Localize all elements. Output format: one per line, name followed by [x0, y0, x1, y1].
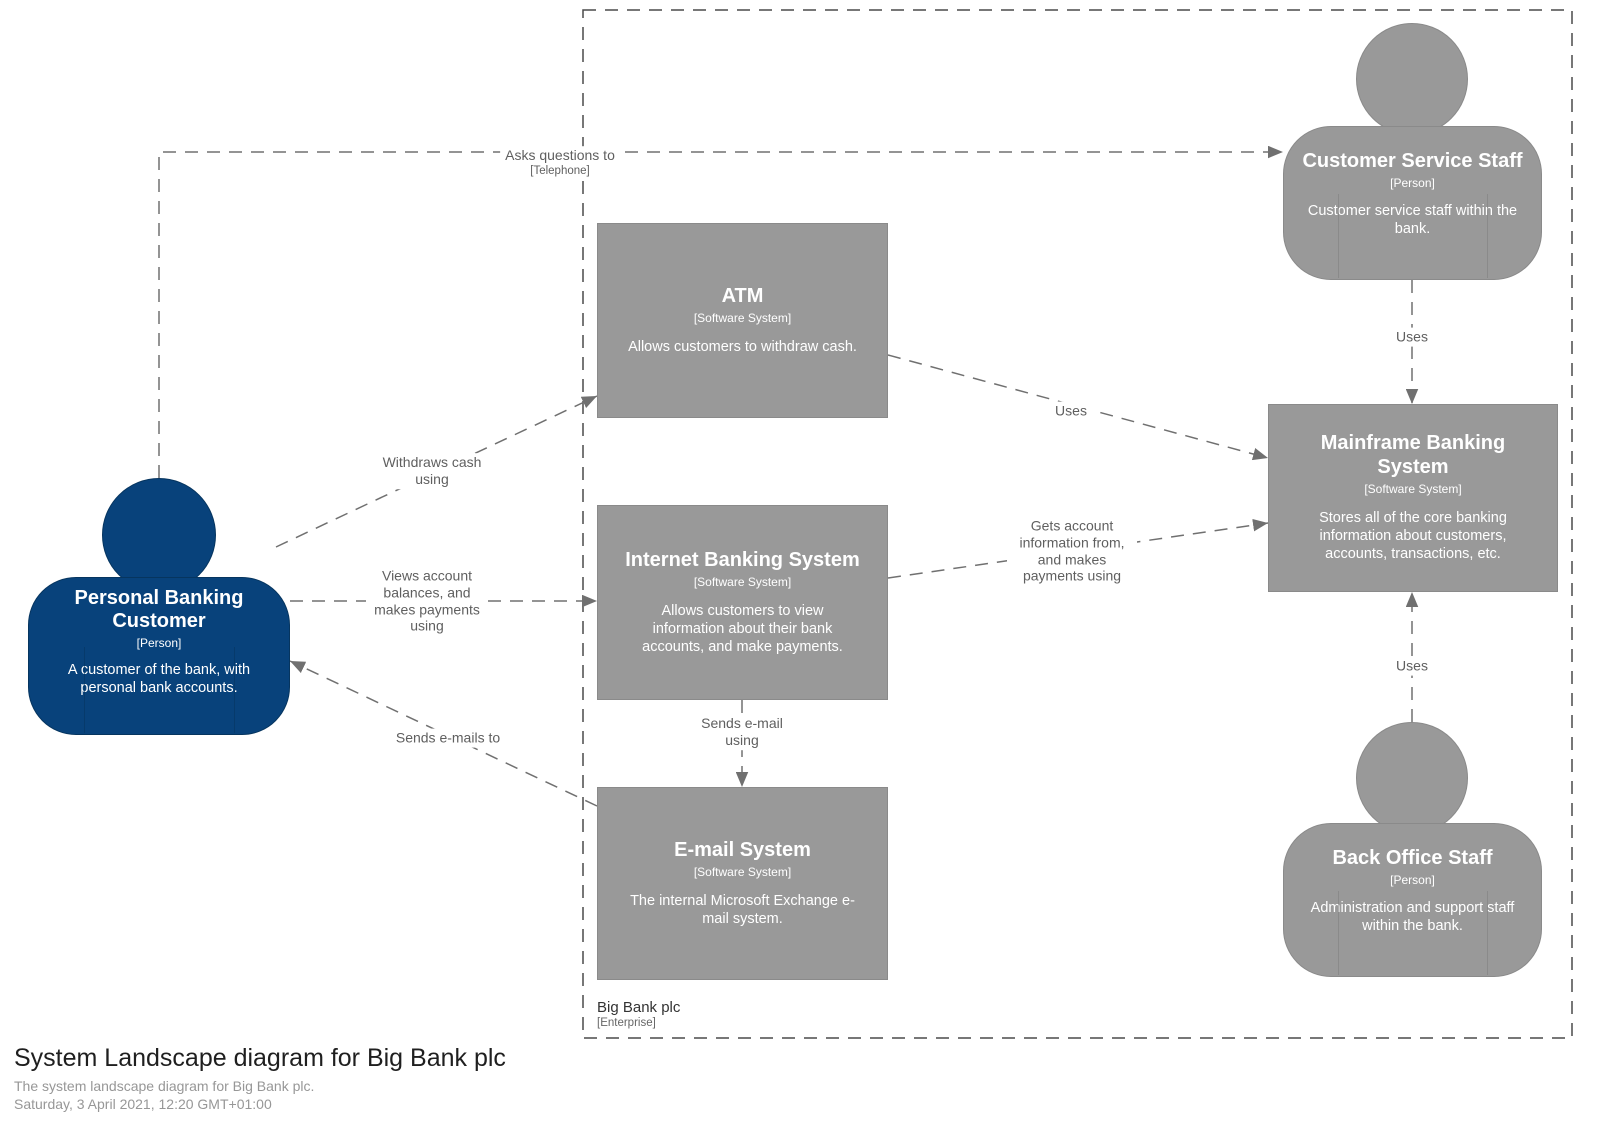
person-arm-line: [1337, 890, 1339, 975]
element-description: Administration and support staff within …: [1310, 899, 1515, 934]
element-description: Allows customers to view information abo…: [642, 603, 843, 656]
element-description: Customer service staff within the bank.: [1307, 202, 1518, 237]
element-meta: [Software System]: [1364, 481, 1462, 496]
relationship-label-gets-account-info: Gets account information from, and makes…: [1007, 516, 1137, 586]
diagram-title-block: System Landscape diagram for Big Bank pl…: [14, 1043, 506, 1114]
diagram-subtitle: The system landscape diagram for Big Ban…: [14, 1078, 315, 1095]
element-internet-banking-system[interactable]: Internet Banking System [Software System…: [597, 505, 888, 700]
element-atm[interactable]: ATM [Software System] Allows customers t…: [597, 223, 888, 418]
relationship-label-views-account: Views account balances, and makes paymen…: [366, 566, 488, 636]
person-arm-line: [1487, 890, 1489, 975]
diagram-title: System Landscape diagram for Big Bank pl…: [14, 1044, 506, 1072]
relationship-label-atm-uses: Uses: [1050, 401, 1092, 421]
element-email-system[interactable]: E-mail System [Software System] The inte…: [597, 787, 888, 980]
relationship-label-asks-questions: Asks questions to [Telephone]: [500, 146, 620, 180]
person-head: [1356, 722, 1468, 834]
person-body: Back Office Staff [Person] Administratio…: [1283, 823, 1542, 977]
relationship-label-sends-emails-to: Sends e-mails to: [390, 728, 506, 748]
person-head: [1356, 23, 1468, 135]
element-meta: [Person]: [1390, 176, 1435, 191]
relationship-label-sends-email-using: Sends e-mail using: [691, 714, 793, 750]
person-arm-line: [83, 646, 85, 733]
person-arm-line: [1487, 193, 1489, 278]
element-meta: [Person]: [136, 636, 182, 651]
person-arm-line: [234, 646, 236, 733]
relationship-label-back-office-uses: Uses: [1391, 656, 1433, 676]
element-name: Mainframe Banking System: [1320, 432, 1506, 478]
element-description: Allows customers to withdraw cash.: [628, 339, 857, 356]
element-name: Back Office Staff: [1332, 847, 1493, 869]
element-name: Personal Banking Customer: [74, 587, 244, 633]
person-arm-line: [1337, 193, 1339, 278]
element-name: ATM: [721, 284, 764, 307]
relationship-text: Asks questions to: [505, 147, 615, 164]
relationship-label-customer-service-uses: Uses: [1391, 327, 1433, 347]
element-mainframe-banking-system[interactable]: Mainframe Banking System [Software Syste…: [1268, 404, 1558, 592]
element-meta: [Software System]: [693, 574, 792, 589]
element-meta: [Software System]: [693, 310, 792, 325]
relationship-label-withdraws-cash: Withdraws cash using: [374, 453, 490, 489]
element-description: The internal Microsoft Exchange e-mail s…: [630, 893, 855, 928]
element-name: Customer Service Staff: [1302, 150, 1523, 172]
element-name: E-mail System: [674, 838, 811, 861]
diagram-timestamp: Saturday, 3 April 2021, 12:20 GMT+01:00: [14, 1096, 272, 1113]
person-body: Customer Service Staff [Person] Customer…: [1283, 126, 1542, 280]
person-head: [102, 478, 216, 592]
element-name: Internet Banking System: [625, 548, 860, 571]
element-meta: [Software System]: [693, 864, 792, 879]
element-description: Stores all of the core banking informati…: [1319, 510, 1507, 563]
element-meta: [Person]: [1390, 873, 1435, 888]
person-body: Personal Banking Customer [Person] A cus…: [28, 577, 290, 735]
boundary-name: Big Bank plc: [597, 999, 681, 1016]
boundary-meta: [Enterprise]: [597, 1017, 656, 1029]
relationship-meta: [Telephone]: [530, 165, 590, 177]
enterprise-boundary-label: Big Bank plc [Enterprise]: [597, 999, 680, 1031]
element-description: A customer of the bank, with personal ba…: [67, 661, 251, 696]
